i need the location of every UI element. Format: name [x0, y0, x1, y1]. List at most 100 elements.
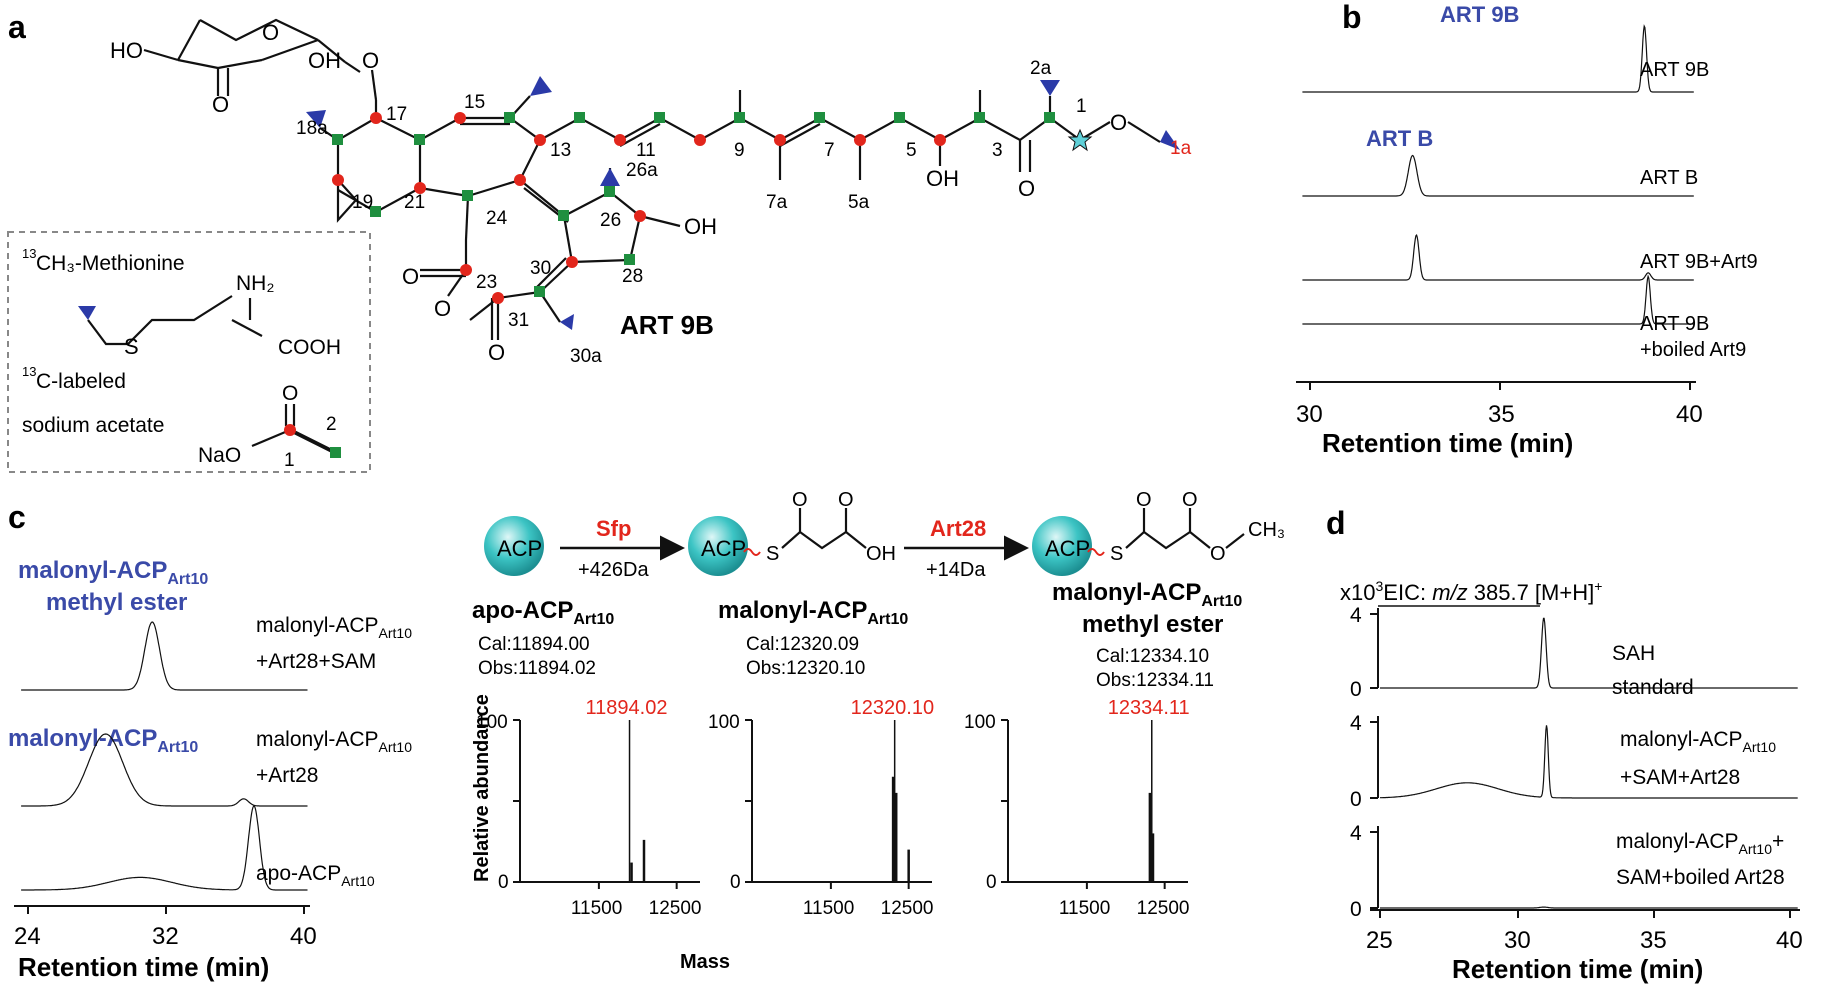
species-labels: apo-ACPArt10 Cal:11894.00 Obs:11894.02 m… [472, 579, 1242, 691]
labeled-carbon-square [574, 112, 585, 123]
trace-label: SAH [1612, 642, 1655, 665]
trace-label: ART 9B+Art9 [1640, 251, 1758, 273]
pos-label: 30a [570, 346, 602, 367]
ms-peak-label: 11894.02 [586, 697, 668, 719]
lactone-o: O [402, 264, 419, 289]
enzyme-art28: Art28 [930, 516, 986, 541]
y-tick-label: 4 [1350, 712, 1362, 735]
sugar-keto-o: O [212, 92, 229, 117]
labeled-carbon-square [370, 206, 381, 217]
ms-y-tick-label: 0 [498, 872, 509, 893]
peak-label-methyl-ester-2: methyl ester [46, 589, 187, 616]
acetate-o: O [282, 382, 298, 405]
y-tick-label: 0 [1350, 678, 1362, 701]
labeled-carbon-square [558, 210, 569, 221]
species-name: malonyl-ACPArt10 [1052, 579, 1242, 610]
labeled-carbon-square [1044, 112, 1055, 123]
trace-label: apo-ACPArt10 [256, 862, 375, 889]
labeled-carbon-dot [414, 182, 426, 194]
chromatogram-trace [21, 805, 308, 891]
sugar-ring: HO O OH O O [110, 18, 379, 117]
labeled-carbon-square [974, 112, 985, 123]
chromatogram-trace [1302, 233, 1694, 281]
pos-label: 2a [1030, 58, 1052, 79]
pos-label: 24 [486, 208, 508, 229]
labeled-carbon-square [814, 112, 825, 123]
x-axis-title: Retention time (min) [1452, 954, 1703, 984]
ms-peak-label: 12334.11 [1108, 697, 1190, 719]
reaction-scheme: ACP Sfp +426Da ACP S O O OH Art28 +14Da … [484, 489, 1285, 581]
labeled-carbon-square [414, 134, 425, 145]
pos-label: 11 [636, 140, 656, 161]
methyl-arrow [560, 314, 574, 330]
hydroxyl-oh: OH [866, 543, 896, 565]
pos-label: 19 [352, 192, 373, 213]
species-name: malonyl-ACPArt10 [718, 597, 908, 628]
pos-label: 13 [550, 140, 571, 161]
labeled-carbon-square [604, 186, 615, 197]
nh2-label: NH₂ [236, 272, 274, 295]
labeled-carbon-dot [934, 134, 946, 146]
carbonyl-o: O [792, 489, 808, 511]
chromatogram-traces [1302, 24, 1694, 325]
species-name: apo-ACPArt10 [472, 597, 614, 628]
x-tick-label: 25 [1366, 927, 1393, 954]
trace-label: +boiled Art9 [1640, 339, 1746, 361]
x-tick-label: 40 [1776, 927, 1803, 954]
ms-x-tick-label: 11500 [571, 898, 622, 919]
pos-label: 7 [824, 140, 835, 161]
skeleton-bonds [319, 90, 1161, 340]
peak-label-art9b: ART 9B [1440, 2, 1519, 27]
acetate-c1-label: 1 [284, 450, 295, 471]
pos-label: 30 [530, 258, 551, 279]
pos-label: 1 [1076, 96, 1087, 117]
panel-c-label: c [8, 499, 26, 535]
methyl-arrow [600, 168, 620, 186]
sugar-ring-o: O [262, 20, 279, 45]
ms-y-tick-label: 0 [730, 872, 741, 893]
species-cal: Cal:12334.10 [1096, 646, 1209, 667]
labeled-carbon-dot [634, 210, 646, 222]
pos-label: 26 [600, 210, 621, 231]
y-tick-label: 4 [1350, 822, 1362, 845]
acetate-label-1: C-labeled [36, 370, 126, 393]
labeled-carbon-square [734, 112, 745, 123]
chromatogram-trace [21, 621, 308, 691]
acetate-c2-label: 2 [326, 414, 337, 435]
thioester-s: S [766, 543, 779, 565]
x-tick-label: 30 [1504, 927, 1531, 954]
labeled-carbon-square [332, 134, 343, 145]
species-obs: Obs:11894.02 [478, 658, 596, 679]
labeled-carbon-square [894, 112, 905, 123]
labeled-carbon-dot [460, 264, 472, 276]
labeled-carbon-dot [614, 134, 626, 146]
carbonyl-o: O [1018, 176, 1035, 201]
labeled-carbon-dot [454, 112, 466, 124]
x-tick-label: 24 [14, 923, 41, 950]
methyl-arrows [306, 76, 1180, 330]
pos-label: 9 [734, 140, 745, 161]
ms-x-axis-title: Mass [680, 951, 730, 973]
y-tick-label: 0 [1350, 788, 1362, 811]
legend-box [7, 231, 371, 473]
trace-label: malonyl-ACPArt10 [1620, 728, 1776, 755]
chromatogram-trace [1302, 274, 1694, 325]
x-tick-label: 35 [1488, 401, 1515, 428]
pos-label: 21 [404, 192, 425, 213]
ms-x-tick-label: 11500 [803, 898, 854, 919]
panel-b-label: b [1342, 0, 1362, 35]
phosphopantetheine-linker [743, 548, 761, 556]
methyl-ch3: CH₃ [1248, 519, 1285, 541]
labeled-carbon-dot [492, 292, 504, 304]
acetate-superscript: 13 [22, 364, 36, 379]
species-cal: Cal:12320.09 [746, 634, 859, 655]
methyl-arrow [530, 76, 552, 96]
ms-x-tick-label: 12500 [649, 898, 702, 919]
methionine-superscript: 13 [22, 246, 36, 261]
ms-peak-label: 12320.10 [851, 697, 934, 719]
labeled-carbon-square [504, 112, 515, 123]
labeled-carbon-square [462, 190, 473, 201]
acetate-label-2: sodium acetate [22, 414, 164, 437]
labeled-carbon-dot [854, 134, 866, 146]
